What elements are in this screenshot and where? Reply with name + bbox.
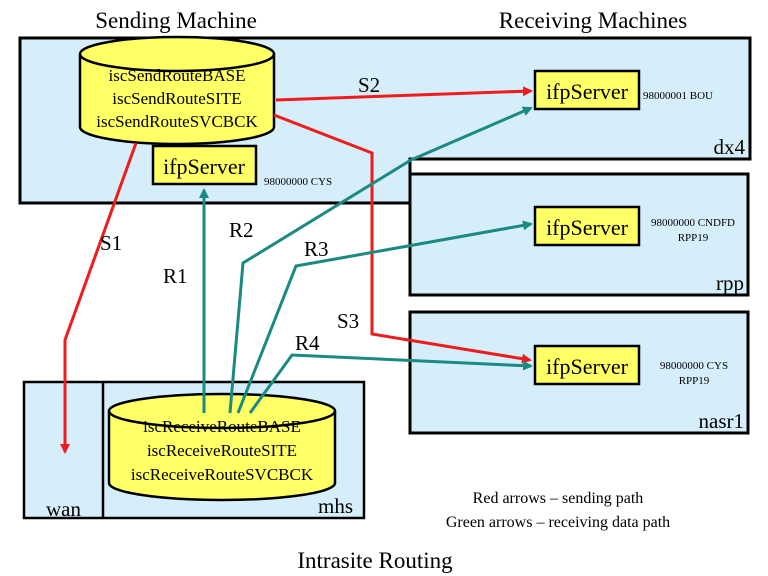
send-db-line-2: iscSendRouteSITE <box>112 89 241 108</box>
arrow-s2 <box>275 86 533 102</box>
send-db-line-3: iscSendRouteSVCBCK <box>96 112 258 131</box>
label-s3: S3 <box>337 309 359 333</box>
arrow-r4 <box>248 353 533 414</box>
receive-db-line-3: iscReceiveRouteSVCBCK <box>131 465 314 484</box>
ifpserver-local: ifpServer 98000000 CYS <box>151 144 332 188</box>
ifpserver-nasr-id-2: RPP19 <box>679 375 710 387</box>
receiving-machines-title: Receiving Machines <box>499 8 687 33</box>
ifpserver-nasr: ifpServer 98000000 CYS RPP19 <box>533 344 728 387</box>
arrow-r2 <box>228 106 533 414</box>
intrasite-routing-title: Intrasite Routing <box>297 548 453 573</box>
ifpserver-local-id: 98000000 CYS <box>264 176 332 188</box>
sending-machine-title: Sending Machine <box>95 8 257 33</box>
dx4-label: dx4 <box>714 135 746 159</box>
ifpserver-rpp-id-1: 98000000 CNDFD <box>651 217 735 229</box>
legend-red: Red arrows – sending path <box>473 490 644 507</box>
ifpserver-rpp-id-2: RPP19 <box>678 232 709 244</box>
nasr1-label: nasr1 <box>699 409 745 433</box>
wan-label: wan <box>46 497 81 521</box>
label-r1: R1 <box>163 264 188 288</box>
receive-db-line-2: iscReceiveRouteSITE <box>147 441 297 460</box>
receive-route-database: iscReceiveRouteBASE iscReceiveRouteSITE … <box>107 392 337 502</box>
ifpserver-rpp: ifpServer 98000000 CNDFD RPP19 <box>533 205 735 247</box>
label-s1: S1 <box>100 231 122 255</box>
label-r2: R2 <box>229 218 254 242</box>
arrow-s1 <box>60 142 138 454</box>
rpp-label: rpp <box>716 271 744 295</box>
label-s2: S2 <box>358 73 380 97</box>
receive-db-line-1: iscReceiveRouteBASE <box>143 417 301 436</box>
arrow-s3 <box>273 113 532 364</box>
legend-green: Green arrows – receiving data path <box>446 514 670 531</box>
send-db-line-1: iscSendRouteBASE <box>109 66 246 85</box>
ifpserver-bou-id: 98000001 BOU <box>643 90 713 102</box>
ifpserver-local-label: ifpServer <box>163 154 246 179</box>
ifpserver-bou-label: ifpServer <box>546 79 629 104</box>
ifpserver-rpp-label: ifpServer <box>546 215 629 240</box>
mhs-label: mhs <box>318 494 353 518</box>
arrow-r3 <box>236 220 533 414</box>
label-r3: R3 <box>304 237 329 261</box>
label-r4: R4 <box>295 331 320 355</box>
ifpserver-bou: ifpServer 98000001 BOU <box>533 69 713 111</box>
send-route-database: iscSendRouteBASE iscSendRouteSITE iscSen… <box>78 35 276 146</box>
ifpserver-nasr-label: ifpServer <box>546 354 629 379</box>
ifpserver-nasr-id-1: 98000000 CYS <box>660 360 728 372</box>
